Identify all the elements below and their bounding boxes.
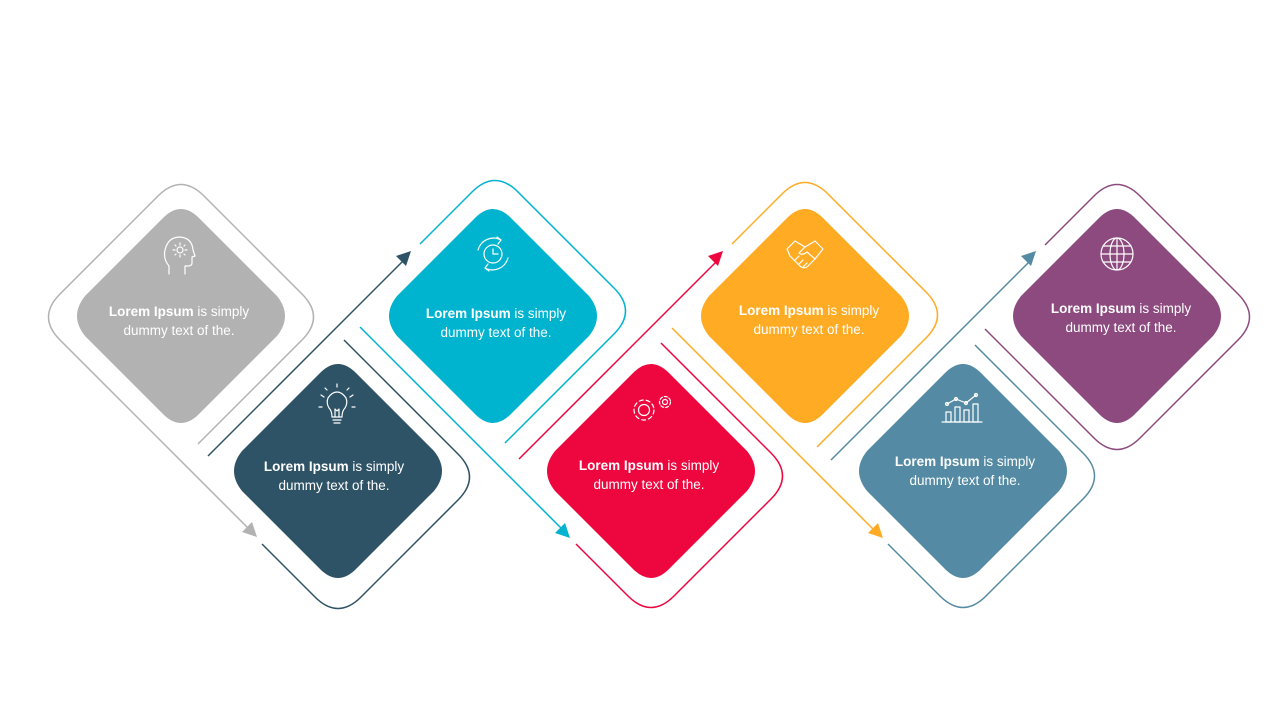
outline-4 bbox=[518, 257, 784, 609]
step-5-diamond bbox=[701, 209, 909, 423]
step-4-diamond bbox=[547, 364, 755, 578]
arrow-6-head bbox=[1021, 251, 1036, 266]
gears-icon bbox=[633, 395, 672, 421]
step-7-text-line2: dummy text of the. bbox=[1065, 320, 1177, 335]
arrow-4-head bbox=[708, 251, 723, 266]
step-2-text-line2: dummy text of the. bbox=[278, 478, 390, 493]
step-4-label: Lorem Ipsum is simply dummy text of the. bbox=[549, 456, 749, 494]
head-idea-icon bbox=[163, 236, 196, 275]
step-4-text: is simply bbox=[663, 458, 720, 473]
step-1-label: Lorem Ipsum is simply dummy text of the. bbox=[79, 302, 279, 340]
outline-5 bbox=[671, 181, 939, 535]
step-2-diamond bbox=[234, 364, 442, 578]
bar-chart-icon bbox=[941, 392, 983, 423]
globe-icon bbox=[1100, 237, 1134, 271]
step-7-title: Lorem Ipsum bbox=[1050, 301, 1136, 316]
step-1-text-line2: dummy text of the. bbox=[123, 323, 235, 338]
arrow-2-head bbox=[396, 251, 411, 266]
step-1-text: is simply bbox=[193, 304, 250, 319]
outline-6 bbox=[830, 258, 1096, 609]
step-6-label: Lorem Ipsum is simply dummy text of the. bbox=[865, 452, 1065, 490]
arrow-1-head bbox=[242, 522, 257, 537]
step-3-title: Lorem Ipsum bbox=[425, 306, 511, 321]
step-6-text-line2: dummy text of the. bbox=[909, 473, 1021, 488]
step-3-text-line2: dummy text of the. bbox=[440, 325, 552, 340]
clock-cycle-icon bbox=[477, 236, 509, 272]
handshake-icon bbox=[786, 240, 824, 269]
outline-2 bbox=[207, 257, 471, 610]
step-5-text-line2: dummy text of the. bbox=[753, 322, 865, 337]
outline-7 bbox=[984, 183, 1251, 451]
step-5-title: Lorem Ipsum bbox=[738, 303, 824, 318]
step-6-text: is simply bbox=[979, 454, 1036, 469]
step-6-title: Lorem Ipsum bbox=[894, 454, 980, 469]
step-4-text-line2: dummy text of the. bbox=[593, 477, 705, 492]
step-3-diamond bbox=[389, 209, 597, 423]
step-7-text: is simply bbox=[1135, 301, 1192, 316]
step-5-text: is simply bbox=[823, 303, 880, 318]
step-3-text: is simply bbox=[510, 306, 567, 321]
step-6-diamond bbox=[859, 364, 1067, 578]
step-2-text: is simply bbox=[348, 459, 405, 474]
step-4-title: Lorem Ipsum bbox=[578, 458, 664, 473]
step-2-label: Lorem Ipsum is simply dummy text of the. bbox=[234, 457, 434, 495]
lightbulb-icon bbox=[318, 383, 356, 424]
step-5-label: Lorem Ipsum is simply dummy text of the. bbox=[709, 301, 909, 339]
arrow-5-head bbox=[868, 523, 883, 538]
arrow-3-head bbox=[555, 523, 570, 538]
step-2-title: Lorem Ipsum bbox=[263, 459, 349, 474]
step-1-title: Lorem Ipsum bbox=[108, 304, 194, 319]
step-3-label: Lorem Ipsum is simply dummy text of the. bbox=[396, 304, 596, 342]
step-1-diamond bbox=[77, 209, 285, 423]
step-7-label: Lorem Ipsum is simply dummy text of the. bbox=[1021, 299, 1221, 337]
outline-3 bbox=[359, 179, 627, 536]
step-7-diamond bbox=[1013, 209, 1221, 423]
outline-1 bbox=[47, 183, 315, 529]
